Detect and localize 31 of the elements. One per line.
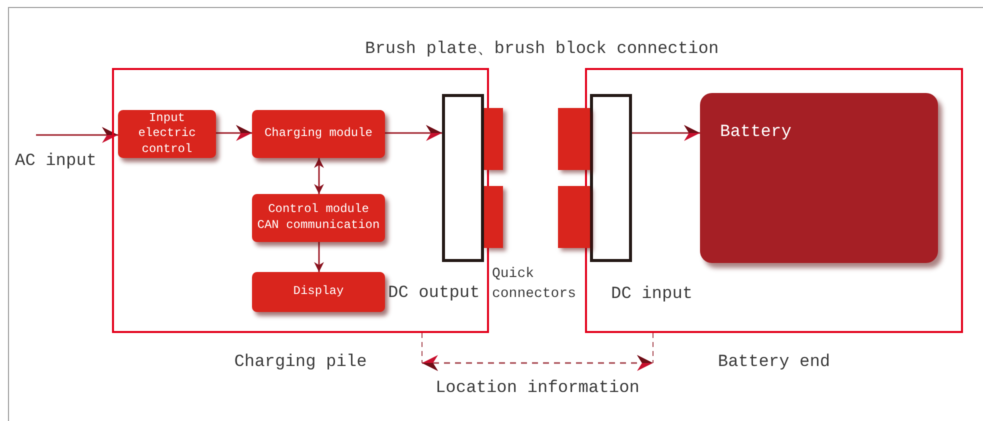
arrow (314, 242, 324, 272)
terminal-plate (442, 94, 484, 262)
arrow (216, 125, 252, 141)
module-label: Input electric control (137, 110, 197, 158)
module-label: Display (293, 284, 344, 300)
arrow (385, 125, 442, 141)
battery-block (700, 93, 938, 263)
battery-label: Battery (720, 123, 792, 142)
module-label: Control module (268, 202, 369, 218)
module-label: CAN communication (257, 218, 380, 234)
arrow (36, 127, 118, 143)
frame-heading: Charging pile (233, 353, 368, 372)
input-label: AC input (15, 135, 105, 177)
arrow (314, 158, 324, 194)
module-box (252, 272, 385, 312)
arrow (422, 355, 653, 371)
heading-text: Brush plate、brush block connection (365, 39, 719, 59)
module-box (252, 194, 385, 242)
connector-block (558, 186, 590, 248)
port-label: DC input (611, 285, 693, 304)
frame-heading: Battery end (716, 353, 832, 372)
port-label: DC output (388, 284, 480, 303)
module-box (118, 110, 216, 158)
connector-block (484, 186, 503, 248)
module-box (252, 110, 385, 158)
module-label: Charging module (264, 126, 373, 142)
arrow (632, 125, 700, 141)
connector-block (484, 108, 503, 170)
connector-block (558, 108, 590, 170)
connector-label: Quick connectors (492, 265, 578, 304)
edge-label: Location information (435, 379, 640, 398)
